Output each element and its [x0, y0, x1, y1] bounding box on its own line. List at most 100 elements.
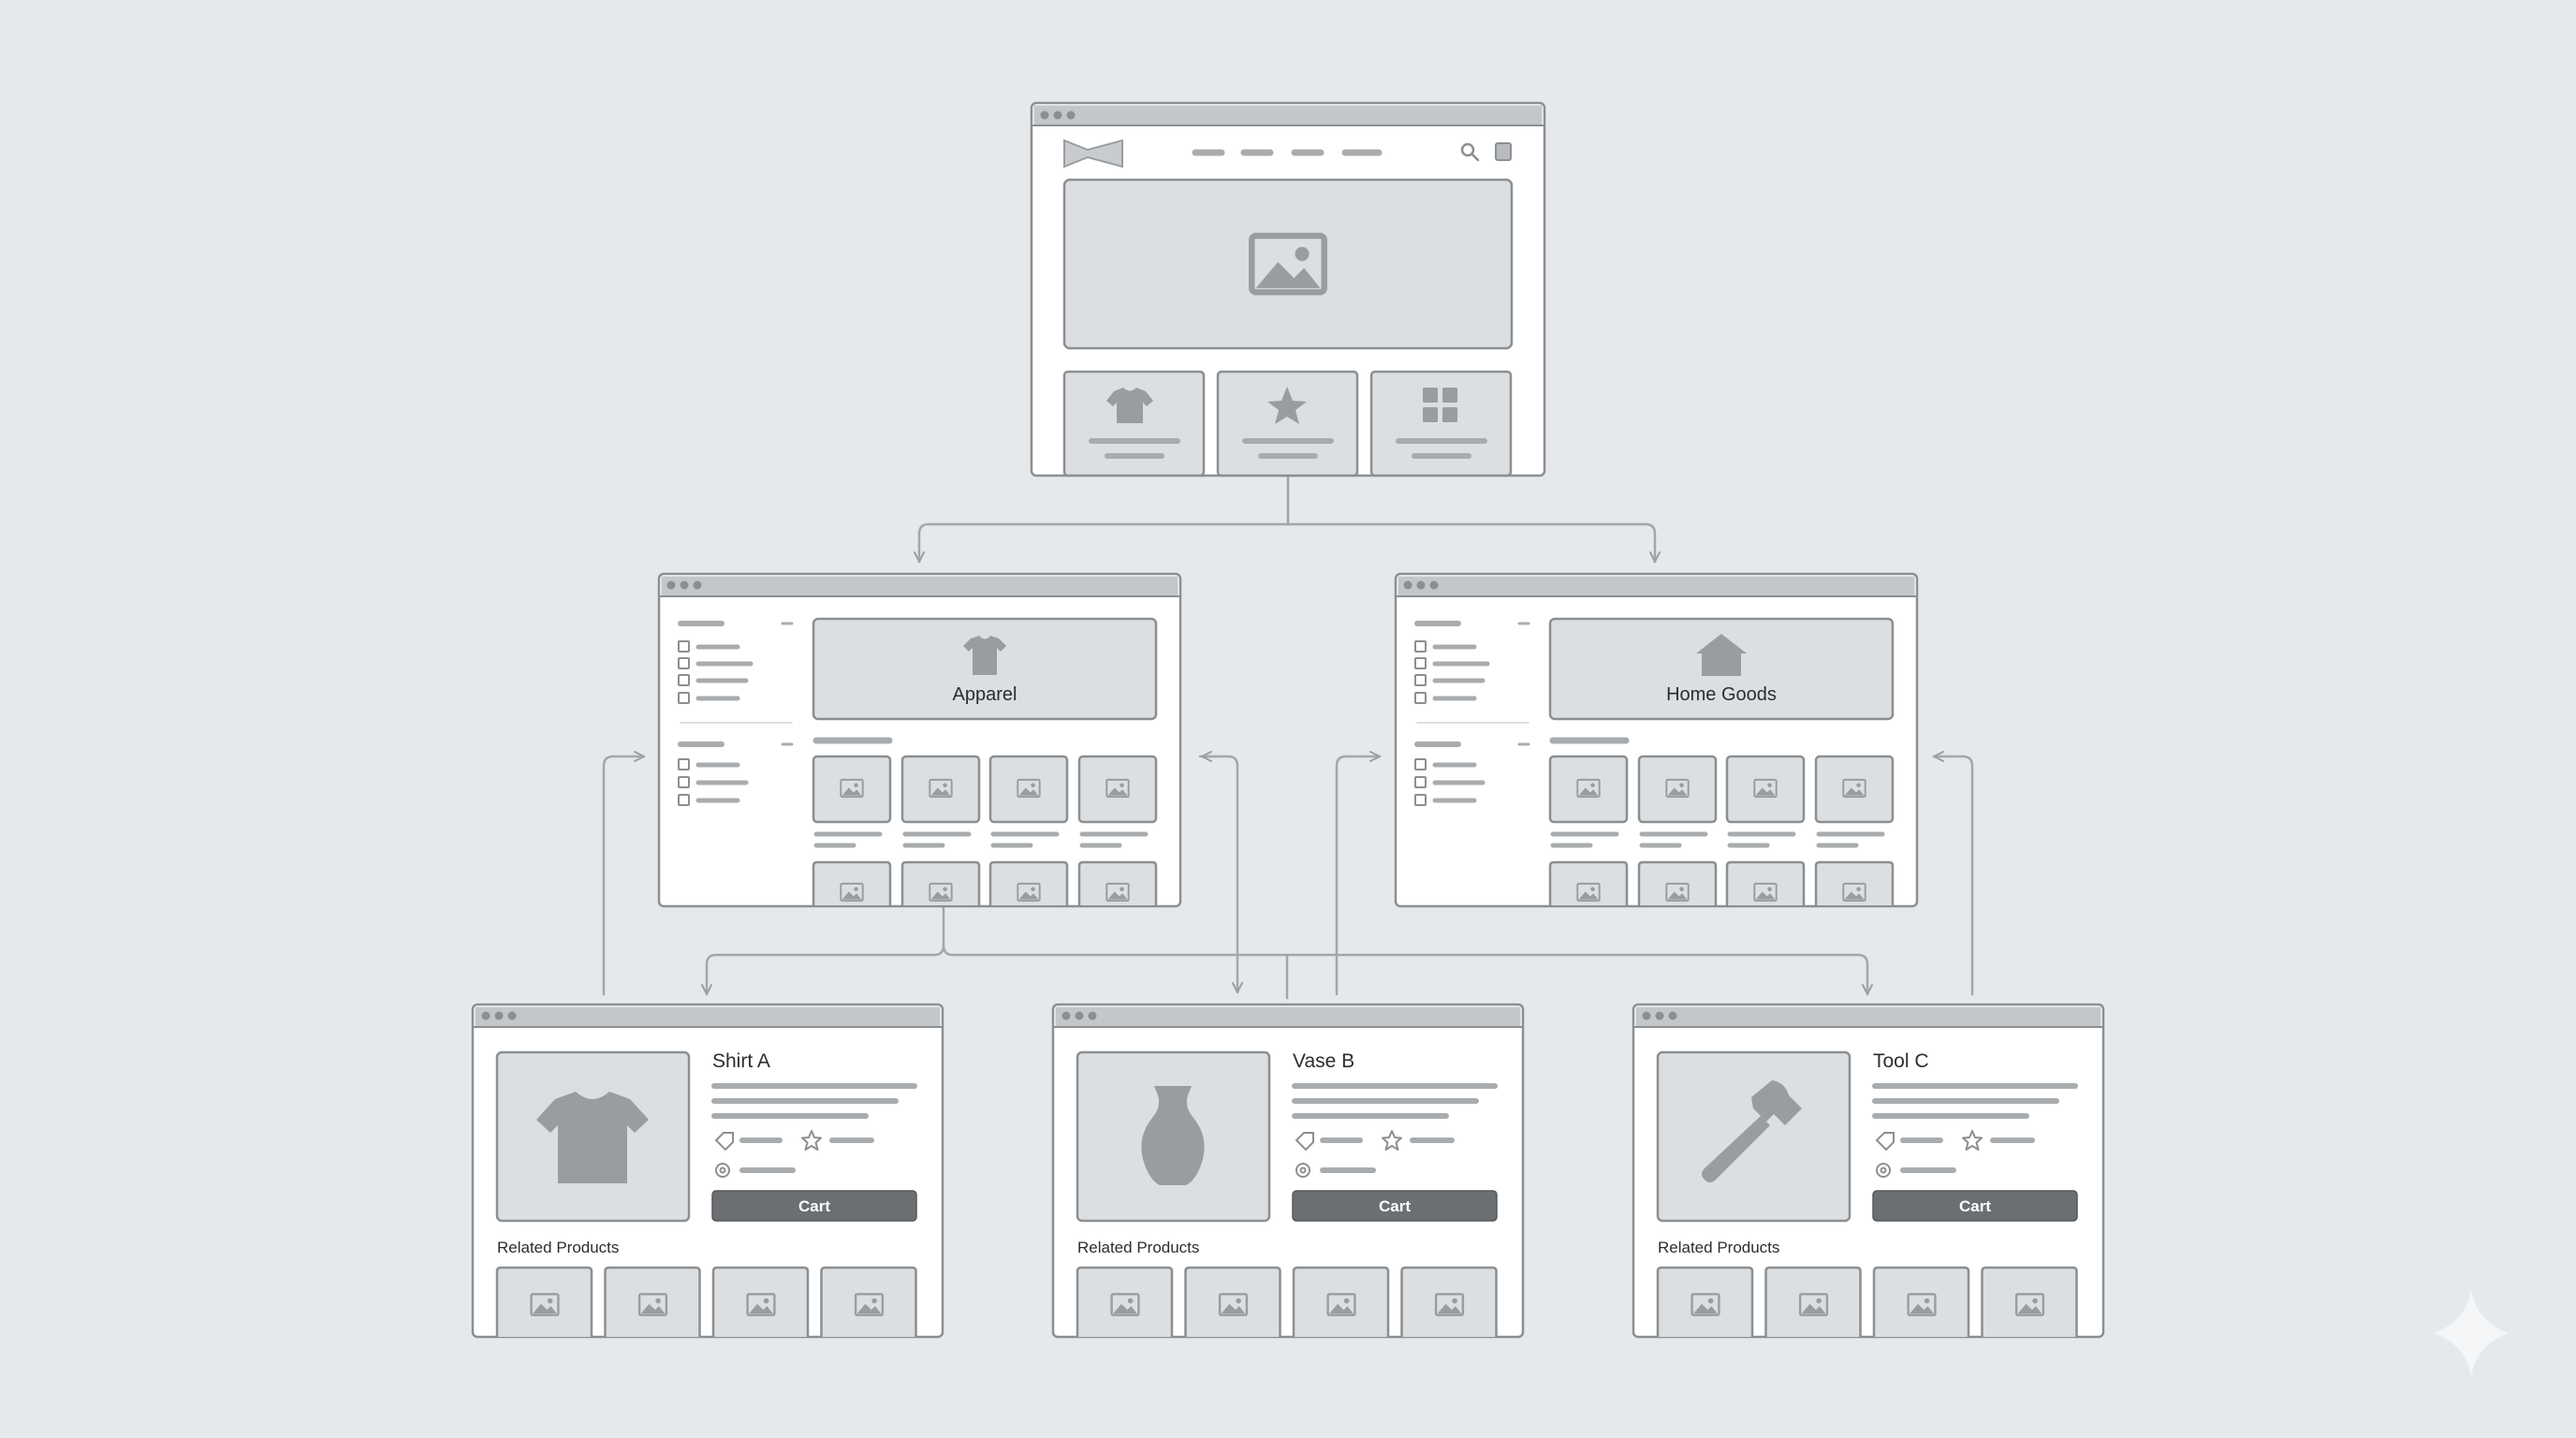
related-products-heading: Related Products [1077, 1239, 1199, 1256]
related-products-heading: Related Products [497, 1239, 619, 1256]
product-title: Shirt A [712, 1050, 770, 1072]
price-tag-icon [1875, 1132, 1895, 1152]
related-product-tile[interactable] [1764, 1266, 1862, 1337]
connector-vase-to-homegoods [1335, 751, 1382, 996]
connector-shirt-to-apparel [602, 751, 646, 996]
shirt-icon [536, 1092, 649, 1183]
filter-checkbox[interactable] [678, 674, 690, 686]
related-product-tile[interactable] [820, 1266, 917, 1337]
window-controls [481, 1011, 517, 1020]
search-icon[interactable] [1460, 142, 1480, 162]
add-to-cart-button[interactable]: Cart [1872, 1190, 2078, 1222]
cart-button-label: Cart [1379, 1197, 1411, 1215]
product-tile[interactable] [1548, 755, 1629, 824]
vase-icon [1141, 1086, 1205, 1185]
feature-card[interactable] [1369, 370, 1513, 477]
related-product-tile[interactable] [1076, 1266, 1174, 1337]
category-page-home-goods: Home Goods [1394, 572, 1919, 908]
product-tile[interactable] [900, 755, 981, 824]
feature-card[interactable] [1062, 370, 1206, 477]
shirt-icon [1106, 388, 1153, 423]
cart-icon[interactable] [1495, 142, 1512, 161]
filter-checkbox[interactable] [1414, 758, 1427, 770]
related-product-tile[interactable] [604, 1266, 701, 1337]
product-description [1872, 1083, 2078, 1119]
filter-checkbox[interactable] [678, 640, 690, 653]
filter-checkbox[interactable] [678, 794, 690, 806]
product-tile[interactable] [1814, 755, 1895, 824]
grid-icon [1423, 388, 1457, 422]
related-products-heading: Related Products [1658, 1239, 1779, 1256]
filter-checkbox[interactable] [1414, 657, 1427, 669]
connector-apparel-to-vase [1198, 755, 1243, 994]
product-description [711, 1083, 917, 1119]
window-controls [1061, 1011, 1097, 1020]
related-product-tile[interactable] [1184, 1266, 1281, 1337]
connector-home-to-apparel [914, 476, 1290, 564]
product-tile[interactable] [1077, 755, 1158, 824]
product-tile[interactable] [812, 755, 892, 824]
product-tile[interactable] [1637, 755, 1718, 824]
related-product-tile[interactable] [495, 1266, 593, 1337]
filter-checkbox[interactable] [1414, 674, 1427, 686]
hammer-icon [1702, 1080, 1802, 1182]
related-product-tile[interactable] [1400, 1266, 1498, 1337]
window-controls [1642, 1011, 1677, 1020]
connector-apparel-bus [942, 944, 1873, 996]
feature-card[interactable] [1216, 370, 1359, 477]
related-product-tile[interactable] [1292, 1266, 1390, 1337]
product-grid [1548, 737, 1895, 905]
home-feature-cards [1062, 370, 1513, 477]
filter-checkbox[interactable] [678, 692, 690, 704]
connector-apparel-to-shirt [701, 904, 945, 996]
connectors [602, 476, 1974, 1000]
filter-checkbox[interactable] [678, 758, 690, 770]
related-products-row [1076, 1266, 1498, 1337]
related-products-row [1656, 1266, 2078, 1337]
category-title: Apparel [953, 684, 1017, 705]
star-icon[interactable] [1962, 1130, 1983, 1151]
category-page-apparel: Apparel [657, 572, 1182, 908]
product-title: Vase B [1293, 1050, 1354, 1072]
connector-home-to-homegoods [1286, 476, 1661, 564]
window-controls [666, 580, 702, 590]
filter-sidebar [1414, 621, 1530, 806]
window-controls [1040, 110, 1076, 120]
logo-icon [1063, 139, 1123, 169]
filter-checkbox[interactable] [678, 776, 690, 788]
related-product-tile[interactable] [1872, 1266, 1970, 1337]
related-products-row [495, 1266, 917, 1337]
star-icon[interactable] [801, 1130, 822, 1151]
gear-icon [715, 1163, 730, 1178]
product-tile[interactable] [1725, 755, 1806, 824]
category-title: Home Goods [1666, 684, 1777, 705]
product-tile[interactable] [988, 755, 1069, 824]
price-tag-icon [1295, 1132, 1314, 1152]
add-to-cart-button[interactable]: Cart [1292, 1190, 1498, 1222]
filter-checkbox[interactable] [1414, 776, 1427, 788]
filter-checkbox[interactable] [1414, 794, 1427, 806]
related-product-tile[interactable] [1656, 1266, 1754, 1337]
sparkle-icon [2432, 1286, 2510, 1380]
filter-checkbox[interactable] [678, 657, 690, 669]
product-description [1292, 1083, 1498, 1119]
cart-button-label: Cart [1959, 1197, 1991, 1215]
add-to-cart-button[interactable]: Cart [711, 1190, 917, 1222]
home-page-wireframe [1030, 101, 1546, 477]
star-icon[interactable] [1382, 1130, 1402, 1151]
star-icon [1267, 387, 1307, 424]
gear-icon [1295, 1163, 1310, 1178]
cart-button-label: Cart [798, 1197, 830, 1215]
shirt-icon [963, 636, 1006, 675]
product-title: Tool C [1873, 1050, 1929, 1072]
house-icon [1696, 634, 1747, 676]
related-product-tile[interactable] [711, 1266, 810, 1337]
window-controls [1403, 580, 1439, 590]
filter-checkbox[interactable] [1414, 640, 1427, 653]
related-product-tile[interactable] [1981, 1266, 2078, 1337]
filter-sidebar [678, 621, 794, 806]
filter-checkbox[interactable] [1414, 692, 1427, 704]
